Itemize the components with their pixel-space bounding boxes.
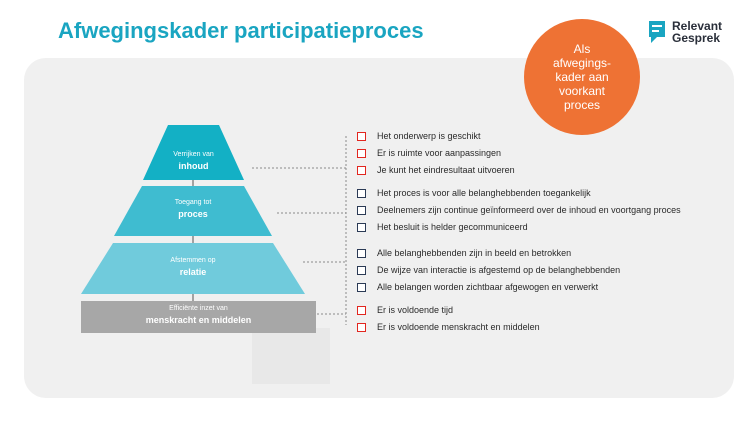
checkbox[interactable] (357, 283, 366, 292)
checkbox[interactable] (357, 189, 366, 198)
callout-text: Als afwegings- kader aan voorkant proces (552, 42, 612, 112)
checkbox[interactable] (357, 306, 366, 315)
tier-label-menskracht: Efficiënte inzet van menskracht en midde… (81, 304, 316, 326)
checkbox[interactable] (357, 323, 366, 332)
logo-text: Relevant Gesprek (672, 20, 722, 44)
tier-menskracht (81, 301, 316, 333)
checkbox[interactable] (357, 132, 366, 141)
tier-relatie (81, 243, 305, 294)
speech-bubble-icon (649, 21, 665, 43)
logo-line1: Relevant (672, 19, 723, 33)
checklist-item-label: Er is ruimte voor aanpassingen (377, 148, 502, 158)
checklist-item-label: Je kunt het eindresultaat uitvoeren (377, 165, 515, 175)
tier-big-label: inhoud (178, 161, 209, 171)
checklist-item-label: De wijze van interactie is afgestemd op … (377, 265, 621, 275)
tier-small-label: Afstemmen op (170, 257, 216, 264)
tier-proces (114, 186, 272, 236)
tier-small-label: Efficiënte inzet van (169, 305, 228, 312)
checkbox[interactable] (357, 223, 366, 232)
checkbox[interactable] (357, 166, 366, 175)
callout-circle: Als afwegings- kader aan voorkant proces (524, 19, 640, 135)
logo-line2: Gesprek (672, 31, 721, 45)
tier-big-label: relatie (179, 267, 207, 277)
checklist-item-label: Deelnemers zijn continue geïnformeerd ov… (377, 205, 681, 215)
checklist-item-label: Alle belangen worden zichtbaar afgewogen… (377, 282, 599, 292)
checklist-item-label: Alle belanghebbenden zijn in beeld en be… (377, 248, 572, 258)
tier-small-label: Verrijken van (173, 151, 214, 158)
tier-label-proces: Toegang tot proces (114, 198, 272, 220)
checkbox[interactable] (357, 266, 366, 275)
checklist-item-label: Het besluit is helder gecommuniceerd (377, 222, 528, 232)
tier-inhoud (143, 125, 244, 180)
tier-big-label: menskracht en middelen (145, 315, 252, 325)
checkbox[interactable] (357, 149, 366, 158)
tier-small-label: Toegang tot (174, 199, 212, 206)
tier-big-label: proces (178, 209, 208, 219)
checklist-item-label: Het onderwerp is geschikt (377, 131, 481, 141)
checklist-item-label: Er is voldoende menskracht en middelen (377, 322, 540, 332)
checkbox[interactable] (357, 206, 366, 215)
shadow-box (252, 328, 330, 384)
page-title: Afwegingskader participatieproces (58, 18, 424, 43)
checklist-item-label: Er is voldoende tijd (377, 305, 454, 315)
tier-label-relatie: Afstemmen op relatie (81, 256, 305, 278)
checkbox[interactable] (357, 249, 366, 258)
tier-label-inhoud: Verrijken van inhoud (143, 150, 244, 172)
checklist-item-label: Het proces is voor alle belanghebbenden … (377, 188, 591, 198)
